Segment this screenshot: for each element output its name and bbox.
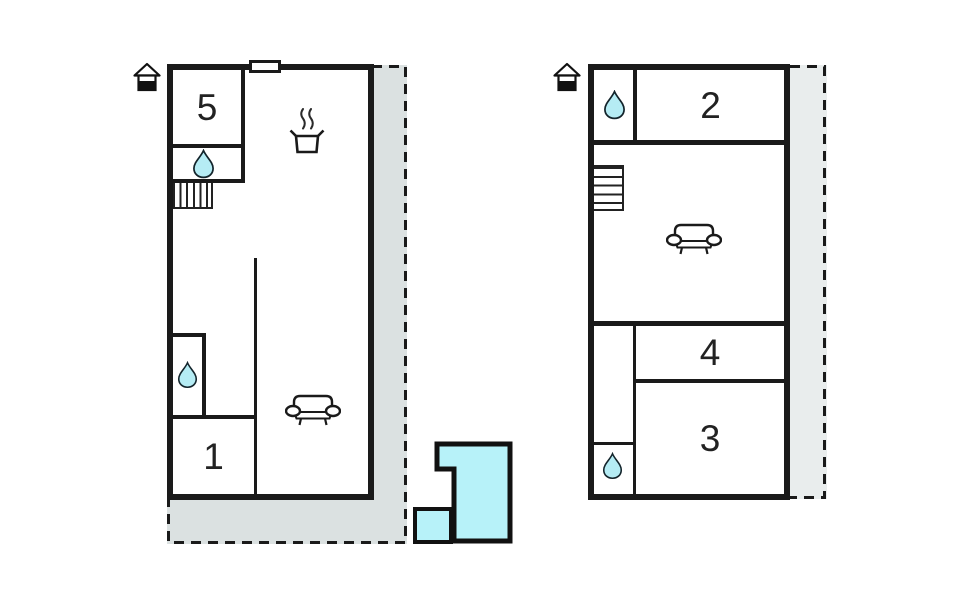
hall-long-wall bbox=[254, 258, 257, 494]
water-drop-icon bbox=[602, 452, 623, 480]
water-drop-icon bbox=[604, 90, 625, 120]
sofa-icon bbox=[285, 394, 341, 426]
stairs-icon bbox=[594, 165, 624, 211]
stove-icon bbox=[289, 108, 325, 154]
right-building-outline bbox=[588, 64, 790, 500]
room-3-label: 3 bbox=[699, 417, 721, 459]
shower2-top-wall bbox=[173, 333, 206, 337]
house-icon bbox=[553, 62, 581, 92]
shower4-top-wall bbox=[594, 442, 633, 445]
pool-shape bbox=[434, 441, 513, 544]
terrace-right bbox=[789, 65, 827, 499]
room4-bottom-wall bbox=[636, 379, 784, 383]
water-drop-icon bbox=[177, 361, 198, 389]
terrace-left bbox=[167, 65, 407, 544]
left-building-outline bbox=[167, 64, 374, 500]
room-4-label: 4 bbox=[699, 332, 721, 373]
room-5-label: 5 bbox=[196, 86, 218, 128]
room-2-label: 2 bbox=[700, 84, 721, 126]
room5-bottom-wall bbox=[173, 144, 245, 148]
room2-bottom-wall bbox=[594, 140, 784, 145]
house-icon bbox=[133, 62, 161, 92]
terrace-left-dashed-border bbox=[167, 65, 407, 544]
living-bottom-wall bbox=[594, 321, 784, 326]
hall2-wall bbox=[633, 326, 636, 494]
shower1-bottom-wall bbox=[173, 179, 245, 183]
sofa-icon bbox=[666, 223, 722, 255]
terrace-right-dashed-border bbox=[790, 65, 826, 499]
stairs-icon bbox=[173, 183, 213, 209]
room-1-label: 1 bbox=[203, 435, 224, 477]
window-symbol bbox=[249, 60, 281, 73]
shower2-right-wall bbox=[202, 333, 206, 419]
water-drop-icon bbox=[193, 149, 214, 179]
pool-step bbox=[413, 507, 453, 544]
shower3-right-wall bbox=[633, 70, 637, 144]
room1-top-wall bbox=[173, 415, 257, 419]
room5-right-wall bbox=[241, 70, 245, 183]
